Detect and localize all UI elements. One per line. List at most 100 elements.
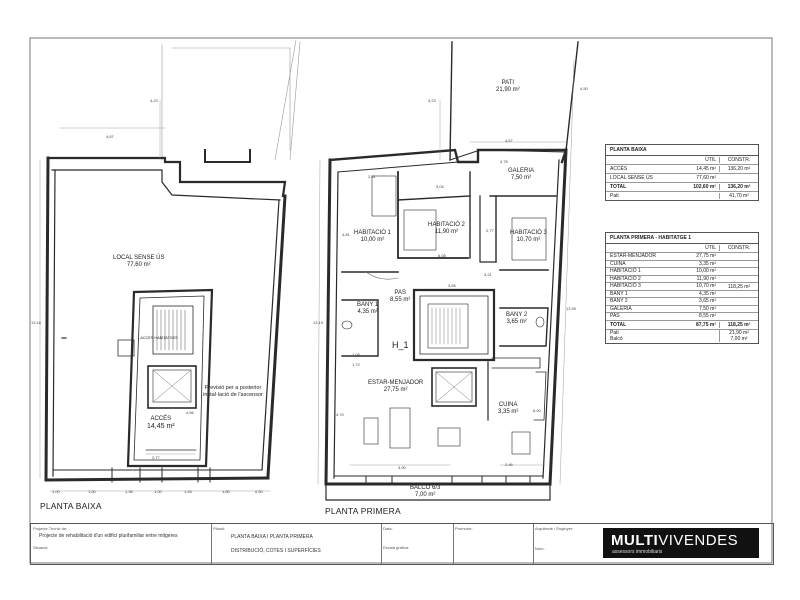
room-habitacio-3: HABITACIÓ 3 10,70 m²	[510, 230, 547, 244]
logo-bold: MULTI	[611, 532, 659, 549]
row-name: BANY 1	[610, 290, 628, 297]
dim-label: 2,31	[368, 174, 376, 179]
room-acces: ACCÉS 14,45 m²	[147, 416, 175, 431]
room-name: PATI	[501, 80, 515, 86]
logo-tagline: assessors immobiliaris	[612, 549, 663, 555]
room-bany-2: BANY 2 3,65 m²	[506, 312, 527, 326]
col-util: ÚTIL	[705, 245, 716, 251]
extra-name: Pati	[610, 329, 619, 336]
room-name: LOCAL SENSE ÚS	[113, 255, 165, 261]
room-pas: PAS 8,55 m²	[390, 290, 410, 304]
room-area: 77,60 m²	[126, 261, 151, 268]
room-area: 3,35 m²	[498, 408, 519, 415]
project-cell: Projecte Tècnic de: Projecte de rehabili…	[31, 524, 212, 564]
room-area: 10,70 m²	[516, 236, 541, 243]
surface-table-primera: PLANTA PRIMERA - HABITATGE 1 ÚTIL CONSTR…	[605, 232, 759, 344]
pati-value: 41,70 m²	[719, 193, 758, 199]
room-name: BANY 2	[506, 312, 528, 318]
room-name: HABITACIÓ 3	[510, 230, 547, 236]
room-area: 11,90 m²	[434, 228, 459, 235]
dim-label: 1,72	[352, 362, 360, 367]
date-label: Data:	[383, 526, 393, 531]
planta-primera-plan	[289, 41, 579, 501]
col-util: ÚTIL	[705, 157, 716, 163]
room-area: 4,35 m²	[357, 308, 378, 315]
row-name: CUINA	[610, 260, 626, 267]
dim-label: 4,67	[106, 134, 114, 139]
room-area: 7,50 m²	[510, 174, 532, 181]
location-label: Situació:	[33, 545, 49, 550]
row-util: 8,55 m²	[699, 313, 716, 320]
room-bany-1: BANY 1 4,35 m²	[357, 302, 378, 316]
table-title: PLANTA PRIMERA - HABITATGE 1	[606, 233, 758, 244]
row-name: GALERIA	[610, 305, 632, 312]
row-util: 3,35 m²	[699, 260, 716, 267]
room-name: CUINA	[498, 402, 518, 408]
row-util: 11,90 m²	[696, 275, 716, 282]
room-habitacio-1: HABITACIÓ 1 10,00 m²	[354, 230, 391, 244]
table-title: PLANTA BAIXA	[606, 145, 758, 156]
table-extra-row: Pati 21,90 m²	[606, 329, 758, 337]
dim-label: 1,36	[125, 489, 133, 494]
total-constr: 118,25 m²	[719, 321, 758, 328]
table-row: LOCAL SENSE ÚS 77,60 m²	[606, 174, 758, 183]
table-row: HABITACIÓ 2 11,90 m²	[606, 275, 758, 283]
planta-baixa-title: PLANTA BAIXA	[40, 501, 102, 511]
row-constr: 136,20 m²	[719, 166, 758, 172]
stair-label: ACCÉS HABITATGES	[140, 336, 178, 340]
dim-label: 13,90	[566, 306, 577, 311]
num-label: Núm:	[535, 546, 545, 551]
table-total-row: TOTAL 87,75 m² 118,25 m²	[606, 321, 758, 330]
promoter-label: Promotor:	[455, 526, 473, 531]
dim-label: 0,50	[255, 489, 263, 494]
room-pati: PATI 21,90 m²	[496, 80, 520, 94]
row-util: 27,75 m²	[696, 253, 716, 260]
dim-label: 13,16	[31, 320, 42, 325]
dim-label: 1,80	[222, 489, 230, 494]
room-galeria: GALERIA 7,50 m²	[508, 168, 534, 182]
lift-note: Previsió per a posterior instal·lació de…	[198, 385, 268, 399]
date-cell: Data: Escala gràfica:	[381, 524, 454, 564]
row-util: 10,00 m²	[696, 268, 716, 275]
row-name: HABITACIÓ 2	[610, 275, 641, 282]
room-cuina: CUINA 3,35 m²	[498, 402, 518, 416]
room-name: GALERIA	[508, 168, 535, 174]
architect-label: Arquitecte / Enginyer:	[535, 526, 574, 531]
dim-label: 3,21	[484, 272, 492, 277]
total-name: TOTAL	[610, 321, 627, 328]
room-area: 7,00 m²	[415, 491, 436, 498]
plan-cell: Plànol: PLANTA BAIXA I PLANTA PRIMERA DI…	[211, 524, 382, 564]
dim-label: 3,56	[448, 283, 456, 288]
logo-wordmark: MULTIVIVENDES	[611, 532, 738, 549]
col-constr: CONSTR.	[719, 157, 758, 163]
logo-light: VIVENDES	[658, 532, 739, 549]
table-extra-row: Balcó 7,00 m²	[606, 336, 758, 343]
total-name: TOTAL	[610, 184, 627, 190]
dim-label: 4,70	[336, 412, 344, 417]
dim-label: 3,04	[436, 184, 444, 189]
room-name: HABITACIÓ 1	[354, 230, 391, 236]
room-local-sense-us: LOCAL SENSE ÚS 77,60 m²	[113, 255, 164, 269]
dim-label: 4,23	[428, 98, 436, 103]
table-row: BANY 1 4,35 m²	[606, 290, 758, 298]
room-name: HABITACIÓ 2	[428, 222, 465, 228]
dim-label: 1,00	[154, 489, 162, 494]
project-label: Projecte Tècnic de:	[33, 526, 68, 531]
dim-label: 1,08	[352, 352, 360, 357]
room-habitacio-2: HABITACIÓ 2 11,90 m²	[428, 222, 465, 236]
dim-label: 1,50	[88, 489, 96, 494]
scale-label: Escala gràfica:	[383, 545, 410, 550]
table-header-row: ÚTIL CONSTR.	[606, 244, 758, 253]
dim-label: 2,46	[505, 462, 513, 467]
row-name: BANY 2	[610, 298, 628, 305]
dim-label: 4,23	[150, 98, 158, 103]
room-name: ACCÉS	[150, 416, 172, 422]
room-area: 14,45 m²	[147, 422, 175, 430]
row-util: 4,35 m²	[699, 290, 716, 297]
promoter-cell: Promotor:	[453, 524, 534, 564]
